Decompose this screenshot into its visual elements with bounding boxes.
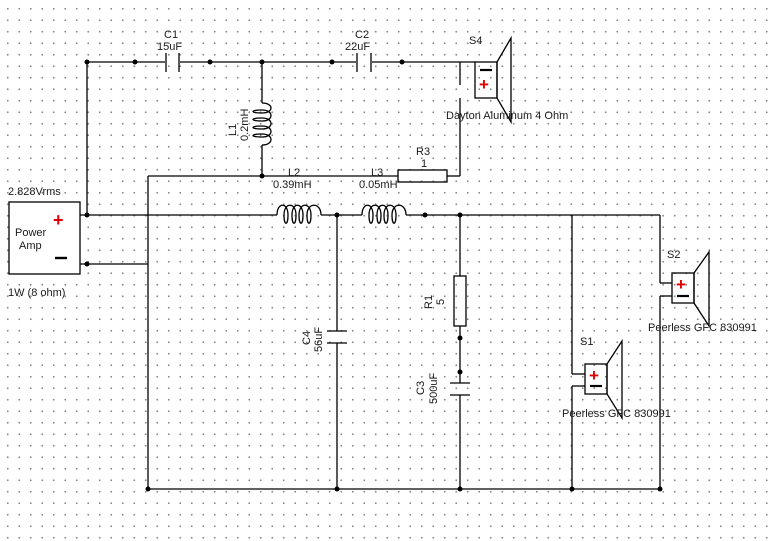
s4-model-label: Dayton Aluminum 4 Ohm (446, 110, 568, 122)
r1-ref-label: R1 (423, 295, 435, 309)
junction-dot (207, 59, 213, 65)
capacitor-c3[interactable]: C3 500uF (415, 373, 470, 404)
s1-ref-label: S1 (580, 336, 593, 348)
speaker-cone (606, 338, 623, 421)
amp-power-label: 1W (8 ohm) (8, 287, 65, 299)
amp-voltage-label: 2.828Vrms (8, 186, 61, 198)
power-amp-box (8, 201, 81, 275)
amp-name-line2: Amp (19, 240, 42, 252)
junction-dot (259, 59, 265, 65)
speaker-cone (496, 35, 512, 125)
junction-dot (422, 212, 428, 218)
amp-plus-sign: + (53, 210, 64, 230)
capacitor-c4[interactable]: C4 56uF (301, 327, 347, 352)
junction-dot (569, 486, 575, 492)
junction-dot (145, 486, 151, 492)
inductor-l3[interactable]: L3 0.05mH (359, 167, 407, 224)
speaker-s4[interactable]: + S4 Dayton Aluminum 4 Ohm (446, 35, 568, 125)
s2-model-label: Peerless GFC 830991 (648, 322, 757, 334)
s4-ref-label: S4 (469, 35, 482, 47)
c1-ref-label: C1 (164, 29, 178, 41)
capacitor-c1[interactable]: C1 15uF (157, 29, 182, 72)
wires (80, 61, 672, 490)
c3-ref-label: C3 (415, 381, 427, 395)
inductor-coil (361, 204, 407, 224)
resistor-body (397, 169, 448, 183)
inductor-coil (252, 102, 272, 146)
junction-dot (84, 59, 90, 65)
l3-ref-label: L3 (371, 167, 383, 179)
junction-dot (84, 212, 90, 218)
r3-value-label: 1 (421, 158, 427, 170)
junction-dot (457, 212, 463, 218)
speaker-plus-sign: + (676, 275, 686, 294)
c1-value-label: 15uF (157, 41, 182, 53)
amp-name-line1: Power (15, 227, 47, 239)
junction-dot (84, 261, 90, 267)
l1-ref-label: L1 (227, 124, 239, 136)
junction-dot (334, 486, 340, 492)
inductor-l2[interactable]: L2 0.39mH (273, 167, 322, 224)
c4-ref-label: C4 (301, 331, 313, 345)
speaker-cone (693, 249, 710, 329)
s1-model-label: Peerless GFC 830991 (562, 408, 671, 420)
resistor-body (453, 275, 467, 327)
speaker-plus-sign: + (479, 75, 489, 94)
junction-dot (334, 212, 340, 218)
speaker-s2[interactable]: + S2 Peerless GFC 830991 (648, 249, 757, 334)
junction-dot (457, 335, 463, 341)
junction-dot (457, 369, 463, 375)
c2-value-label: 22uF (345, 41, 370, 53)
speaker-s1[interactable]: + S1 Peerless GFC 830991 (562, 336, 671, 421)
speaker-plus-sign: + (589, 366, 599, 385)
s2-ref-label: S2 (667, 249, 680, 261)
l3-value-label: 0.05mH (359, 179, 398, 191)
l2-ref-label: L2 (288, 167, 300, 179)
l1-value-label: 0.2mH (239, 109, 251, 141)
inductor-coil (276, 204, 322, 224)
power-amp[interactable]: 2.828Vrms Power Amp + 1W (8 ohm) (8, 186, 81, 299)
junction-dot (657, 486, 663, 492)
c2-ref-label: C2 (355, 29, 369, 41)
capacitor-c2[interactable]: C2 22uF (345, 29, 372, 72)
c4-value-label: 56uF (313, 327, 325, 352)
r3-ref-label: R3 (416, 146, 430, 158)
junction-dot (259, 173, 265, 179)
l2-value-label: 0.39mH (273, 179, 312, 191)
junction-dot (132, 59, 138, 65)
junction-dot (457, 486, 463, 492)
resistor-r3[interactable]: R3 1 (397, 146, 448, 183)
inductor-l1[interactable]: L1 0.2mH (227, 102, 272, 146)
junction-dot (399, 59, 405, 65)
r1-value-label: 5 (435, 299, 447, 305)
junctions (84, 59, 663, 492)
resistor-r1[interactable]: R1 5 (423, 275, 467, 327)
junction-dot (329, 59, 335, 65)
c3-value-label: 500uF (428, 373, 440, 404)
